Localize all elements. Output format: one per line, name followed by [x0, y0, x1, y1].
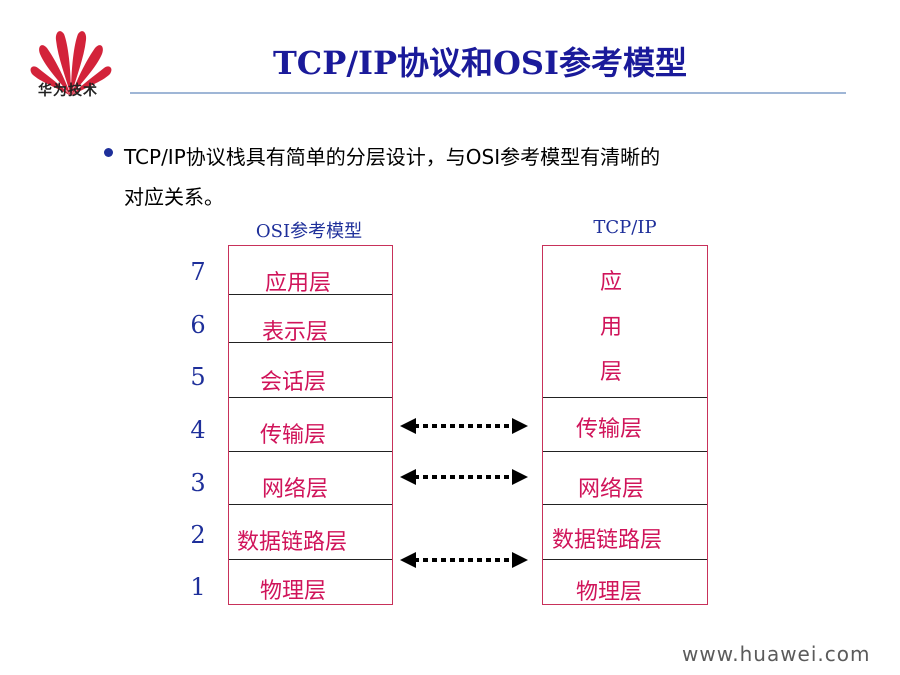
bullet-line-2: 对应关系。: [124, 185, 224, 209]
tcpip-stack: [542, 245, 708, 605]
osi-layer-network: 网络层: [262, 477, 329, 502]
layer-number-1: 1: [190, 573, 206, 601]
layer-number-6: 6: [190, 311, 206, 339]
osi-divider: [229, 504, 392, 505]
network-arrow-icon: [400, 469, 528, 485]
osi-divider: [229, 294, 392, 295]
tcpip-heading: TCP/IP: [593, 217, 657, 238]
layer-number-4: 4: [190, 416, 206, 444]
tcpip-layer-physical: 物理层: [576, 580, 643, 605]
osi-layer-application: 应用层: [265, 271, 332, 296]
tcpip-layer-datalink: 数据链路层: [552, 528, 663, 553]
osi-layer-physical: 物理层: [260, 579, 327, 604]
page-title: TCP/IP协议和OSI参考模型: [272, 44, 688, 82]
transport-arrow-icon: [400, 418, 528, 434]
bullet-line-1: TCP/IP协议栈具有简单的分层设计，与OSI参考模型有清晰的: [124, 145, 661, 169]
osi-layer-datalink: 数据链路层: [237, 530, 348, 555]
bullet-text: TCP/IP协议栈具有简单的分层设计，与OSI参考模型有清晰的 对应关系。: [124, 137, 824, 217]
tcpip-app-char-3: 层: [600, 360, 623, 385]
tcpip-divider: [543, 504, 707, 505]
osi-divider: [229, 397, 392, 398]
huawei-logo-icon: [30, 31, 112, 96]
osi-divider: [229, 559, 392, 560]
brand-text: 华为技术: [38, 83, 98, 99]
layer-number-3: 3: [190, 469, 206, 497]
link-arrow-icon: [400, 552, 528, 568]
footer-url: www.huawei.com: [682, 642, 871, 666]
header-divider: [130, 92, 846, 94]
osi-divider: [229, 451, 392, 452]
layer-number-2: 2: [190, 521, 206, 549]
layer-number-7: 7: [190, 258, 206, 286]
osi-stack: [228, 245, 393, 605]
osi-layer-presentation: 表示层: [262, 320, 329, 345]
tcpip-app-char-1: 应: [600, 270, 623, 295]
osi-divider: [229, 342, 392, 343]
layer-number-5: 5: [190, 363, 206, 391]
tcpip-layer-network: 网络层: [578, 477, 645, 502]
osi-layer-transport: 传输层: [260, 423, 327, 448]
tcpip-divider: [543, 397, 707, 398]
osi-heading: OSI参考模型: [255, 221, 363, 242]
tcpip-app-char-2: 用: [600, 315, 623, 340]
tcpip-divider: [543, 559, 707, 560]
osi-layer-session: 会话层: [260, 370, 327, 395]
tcpip-layer-transport: 传输层: [576, 417, 643, 442]
tcpip-divider: [543, 451, 707, 452]
bullet-dot-icon: [104, 148, 113, 157]
